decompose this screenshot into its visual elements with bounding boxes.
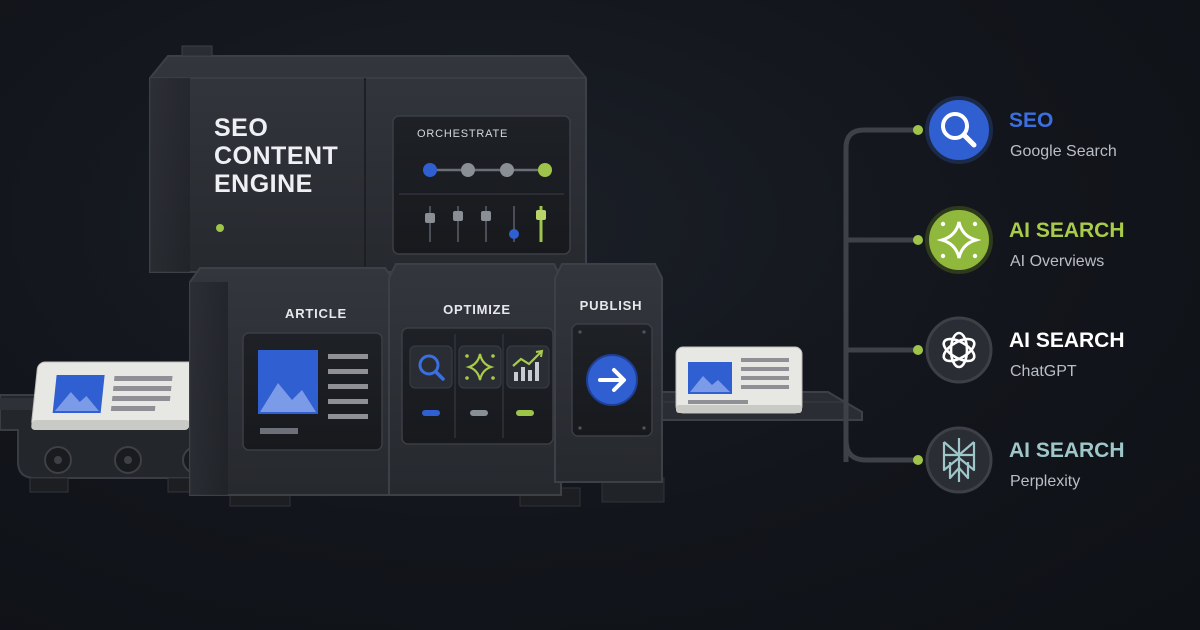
- destination-subtitle: Google Search: [1010, 143, 1117, 160]
- machine-title-line-2: CONTENT: [214, 142, 338, 170]
- destination-subtitle: AI Overviews: [1010, 253, 1104, 270]
- output-document-card: [675, 346, 803, 414]
- stage-label-publish: PUBLISH: [580, 298, 643, 313]
- sparkle-icon: [936, 221, 982, 259]
- destination-perplexity: AI SEARCH Perplexity: [925, 426, 1125, 494]
- search-icon: [941, 112, 977, 148]
- machine-front: ARTICLE OPTIMIZE: [189, 263, 665, 507]
- pipeline-node: [538, 163, 552, 177]
- destination-title: AI SEARCH: [1009, 219, 1125, 242]
- branch-node: [913, 455, 923, 465]
- search-icon: [418, 354, 445, 381]
- destination-title: SEO: [1009, 109, 1053, 132]
- pipeline-node: [423, 163, 437, 177]
- stage-label-article: ARTICLE: [285, 306, 347, 321]
- branch-node: [913, 235, 923, 245]
- chart-icon: [512, 349, 544, 381]
- stage-publish: PUBLISH: [554, 263, 663, 483]
- branch-node: [913, 125, 923, 135]
- slider-knob[interactable]: [509, 229, 519, 239]
- destination-title: AI SEARCH: [1009, 439, 1125, 462]
- destination-ai-overviews: AI SEARCH AI Overviews: [925, 206, 1125, 274]
- orchestrate-label: ORCHESTRATE: [417, 128, 508, 140]
- sparkle-icon: [465, 353, 495, 381]
- arrow-right-icon: [598, 368, 626, 392]
- destination-circle: [925, 316, 993, 384]
- slider-knob[interactable]: [425, 213, 435, 223]
- machine-title-line-1: SEO: [214, 114, 268, 142]
- machine-top: SEO CONTENT ENGINE ORCHESTRATE: [149, 45, 587, 273]
- perplexity-icon: [942, 438, 976, 482]
- stage-optimize: OPTIMIZE: [388, 263, 562, 496]
- slider-knob[interactable]: [453, 211, 463, 221]
- destination-circle: [925, 96, 993, 164]
- pipeline-node: [500, 163, 514, 177]
- chatgpt-icon: [942, 331, 976, 369]
- destination-subtitle: Perplexity: [1010, 473, 1080, 490]
- orchestrate-panel: ORCHESTRATE: [392, 115, 571, 255]
- slider-controls: [425, 206, 546, 242]
- distribution-branches: [843, 125, 923, 465]
- publish-arrow-button[interactable]: [586, 354, 638, 406]
- stage-label-optimize: OPTIMIZE: [443, 302, 511, 317]
- destination-subtitle: ChatGPT: [1010, 363, 1077, 380]
- pipeline-node: [461, 163, 475, 177]
- input-document-card: [31, 361, 196, 430]
- destination-chatgpt: AI SEARCH ChatGPT: [925, 316, 1125, 384]
- slider-knob[interactable]: [536, 210, 546, 220]
- slider-knob[interactable]: [481, 211, 491, 221]
- machine-title-line-3: ENGINE: [214, 170, 313, 198]
- stage-article: ARTICLE: [189, 267, 396, 496]
- destination-title: AI SEARCH: [1009, 329, 1125, 352]
- branch-node: [913, 345, 923, 355]
- destination-seo: SEO Google Search: [925, 96, 1117, 164]
- status-led: [216, 224, 224, 232]
